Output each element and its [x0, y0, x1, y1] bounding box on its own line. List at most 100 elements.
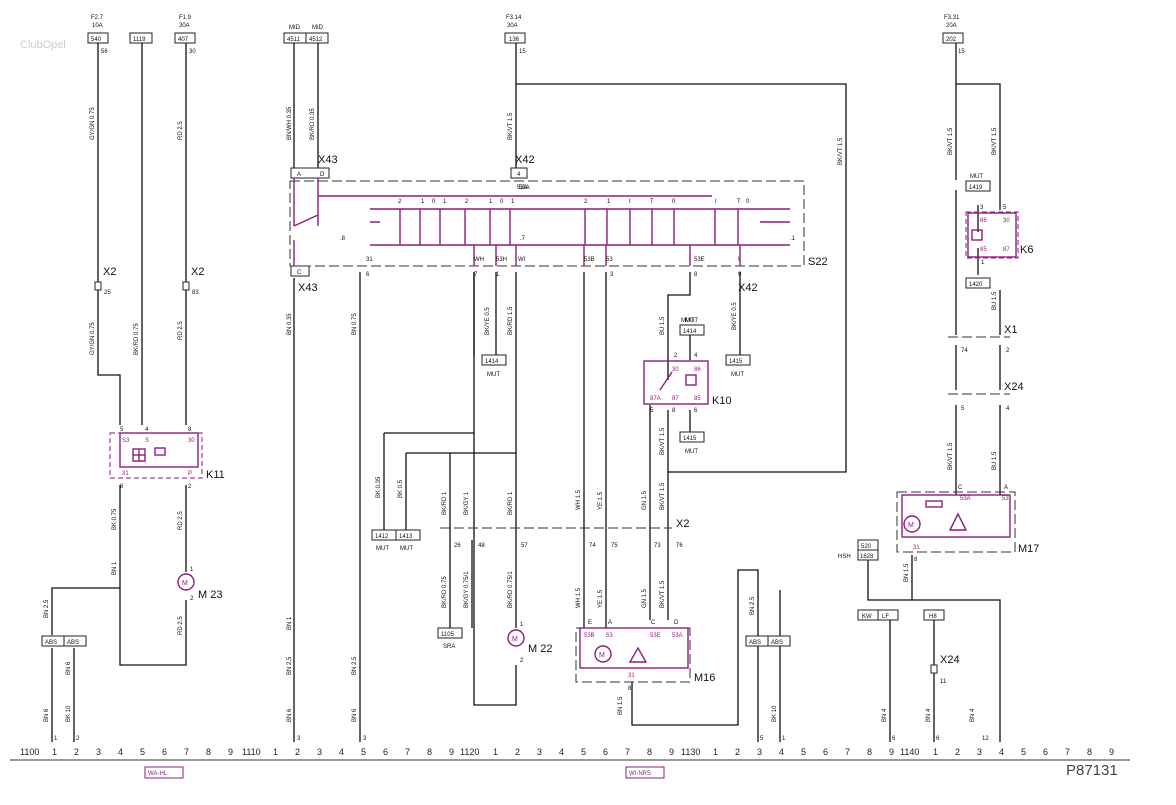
ruler-num: 9: [889, 747, 894, 757]
connector-label: X42: [738, 282, 758, 294]
switch-position: 0: [672, 199, 676, 205]
component-label: K10: [712, 395, 732, 407]
switch-position: 0: [500, 199, 504, 205]
pin-label: D: [320, 172, 325, 178]
ruler-num: 7: [625, 747, 630, 757]
switch-position: 0: [432, 199, 436, 205]
pin-label: 53A: [672, 633, 683, 639]
fuse-box: [305, 32, 329, 44]
pin-label: 3: [610, 272, 614, 278]
pin-label: C: [958, 485, 963, 491]
connector-x43-bottom: C X43: [290, 265, 318, 294]
terminal-id: 1105: [441, 632, 455, 638]
pin-label: 86: [694, 367, 701, 373]
pin-label: 30: [672, 367, 679, 373]
relay-k11: 5 4 8 S3 S 30 31 P 6 2 K11: [109, 427, 225, 490]
wire-label: RD 2.5: [178, 321, 184, 340]
terminal-id: 1419: [969, 185, 983, 191]
component-label: M 23: [198, 589, 222, 601]
wire-label: GY/GN 0.75: [90, 322, 96, 355]
wire-label: BN 1.5: [904, 563, 910, 582]
switch-position: 1: [421, 199, 425, 205]
switch-position: 0: [746, 199, 750, 205]
pin-label: 1: [190, 567, 194, 573]
pin-label: 2: [674, 353, 678, 359]
ruler-num: 2: [955, 747, 960, 757]
ground-boxes: ABS ABS ABS ABS KW LF H8: [41, 609, 945, 647]
wire-label: BN 2.5: [287, 656, 293, 675]
ruler-num: 7: [845, 747, 850, 757]
relay-k6: 3 5 86 30 85 87 1 K6: [965, 205, 1033, 266]
pin-label: 8: [628, 686, 632, 692]
pin-label: 4: [145, 427, 149, 433]
component-label: S22: [808, 256, 828, 268]
ruler-num: 2: [515, 747, 520, 757]
ruler-num: 4: [118, 747, 123, 757]
bottom-ruler: 1100 1 2 3 4 5 6 7 8 9 1110 1 2 3 4 5 6 …: [10, 747, 1130, 761]
fuse-box-number: 136: [509, 37, 520, 43]
switch-contact: .8: [340, 236, 346, 242]
fuse-rating: 20A: [946, 23, 957, 29]
fuse-box-number: 1119: [133, 37, 146, 43]
connector-x2-mid: X2 26 48 57 74 75 73 76: [440, 518, 689, 549]
switch-contact: .1: [790, 236, 796, 242]
pin-label: 3: [363, 736, 367, 742]
pin-label: 8: [694, 272, 698, 278]
pin-label: 53A: [960, 496, 971, 502]
wire-label: BK/RD 1: [508, 491, 514, 515]
ruler-num: 3: [317, 747, 322, 757]
pin-label: 74: [961, 348, 968, 354]
pin-label: 53E: [694, 257, 705, 263]
fuse-f1-9: F1.9 30A 407 30: [174, 15, 196, 55]
terminal-tag: MUT: [685, 318, 698, 324]
section-label: WA-HL: [148, 771, 168, 777]
component-label: M 22: [528, 643, 552, 655]
pin-label: 74: [589, 543, 596, 549]
motor-m17: M C A 53A 53 31 8 M17: [896, 485, 1039, 563]
fuse-f3-31: F3.31 20A 202 15: [942, 15, 965, 55]
fuse-box: [129, 32, 153, 44]
wire-label: BU 1.5: [992, 291, 998, 310]
pin-label: A: [1004, 485, 1008, 491]
pin-label: 1: [782, 736, 786, 742]
wire-label: BK/VT 1.5: [948, 127, 954, 155]
pin-label: 31: [366, 257, 373, 263]
switch-position: 1: [607, 199, 611, 205]
pin-label: 2: [76, 736, 80, 742]
ruler-num: 6: [1043, 747, 1048, 757]
wire-label: BU 1.5: [660, 316, 666, 335]
relay-k10: 2 4 30 86 87A 87 85 5 8 6 K10: [643, 353, 732, 414]
pin-label: 31: [913, 545, 920, 551]
pin-label: 5: [650, 408, 654, 414]
pin-label: 85: [980, 247, 987, 253]
connector-label: X2: [676, 518, 689, 530]
ruler-start: 1120: [460, 747, 479, 757]
ruler-num: 4: [339, 747, 344, 757]
ground-label: ABS: [771, 640, 783, 646]
pin-label: 53: [1002, 496, 1009, 502]
wire-label: BK/VT 1.5: [508, 112, 514, 140]
wire-label: WH 1.5: [576, 587, 582, 608]
connector-label: X24: [1004, 381, 1024, 393]
fuse-pin: 15: [519, 49, 526, 55]
connector-x43-top: A D X43: [290, 154, 338, 179]
fuse-pin: 15: [958, 49, 965, 55]
ruler-num: 9: [669, 747, 674, 757]
terminal-tag: MUT: [487, 372, 500, 378]
pin-label: 6: [120, 484, 124, 490]
wire-label: BK/RD 0.35: [310, 108, 316, 140]
terminals: 1419 MUT 1420 1414 MUT 1414 MUT 1415 MUT…: [371, 174, 991, 650]
switch-position: 1: [443, 199, 447, 205]
pin-label: 87: [672, 396, 679, 402]
pin-label: E: [588, 620, 592, 626]
wire-label: RD 2.5: [178, 511, 184, 530]
ruler-num: 5: [140, 747, 145, 757]
pin-label: 1: [496, 272, 500, 278]
motor-m-icon: M: [182, 580, 188, 587]
component-label: M16: [694, 672, 715, 684]
pin-label: 8: [188, 427, 192, 433]
wire-label: WH 1.5: [576, 489, 582, 510]
terminal-id: 1412: [375, 534, 389, 540]
wire-label: BK/VT 1.5: [660, 427, 666, 455]
pin-label: 6: [892, 736, 896, 742]
